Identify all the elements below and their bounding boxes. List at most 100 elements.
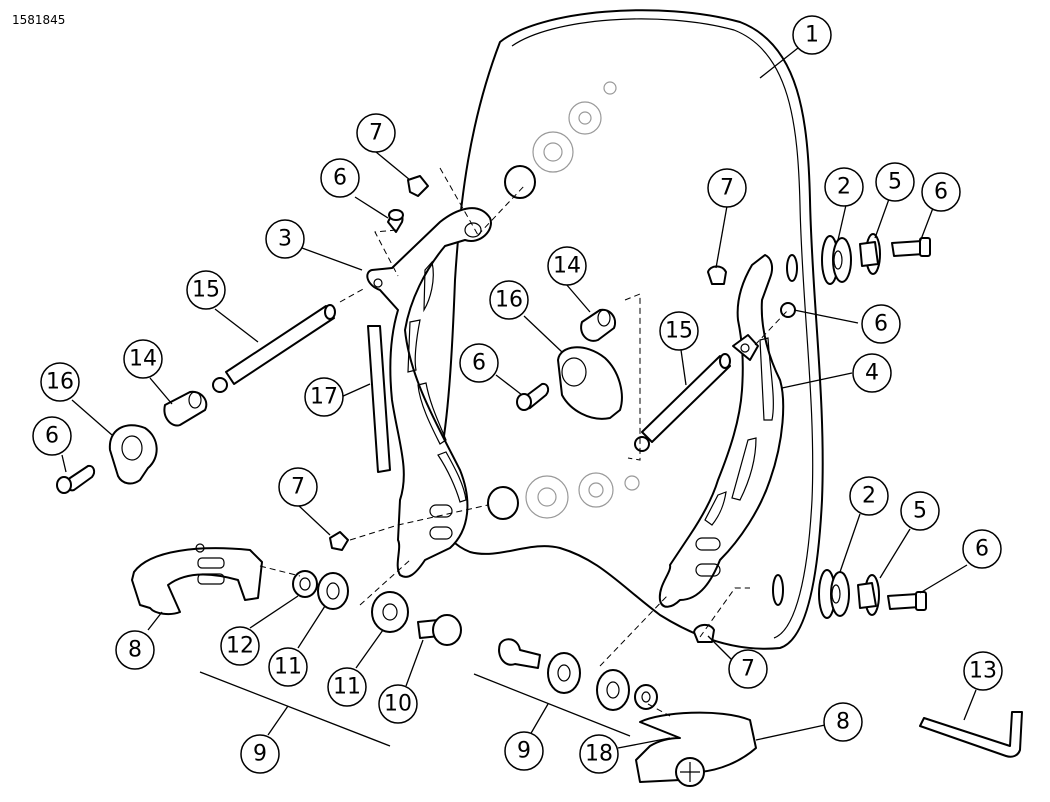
acorn-nut-right — [707, 265, 727, 285]
hex-key — [919, 711, 1023, 758]
svg-text:7: 7 — [369, 121, 383, 146]
left-bracket — [366, 207, 492, 578]
callout-10: 10 — [378, 684, 418, 724]
right-bracket — [658, 254, 785, 608]
callout-9-right: 9 — [504, 731, 544, 771]
callout-6-top-right: 6 — [921, 172, 961, 212]
rubber-strip — [367, 325, 391, 473]
screw-lower-right — [887, 591, 927, 611]
svg-text:9: 9 — [517, 739, 531, 764]
callout-5-upper: 5 — [875, 162, 915, 202]
svg-text:2: 2 — [862, 484, 876, 509]
grommet-upper — [821, 235, 852, 285]
screw-center — [516, 382, 550, 411]
svg-text:5: 5 — [888, 170, 902, 195]
callout-5-lower: 5 — [900, 491, 940, 531]
screw-top-left — [387, 209, 404, 233]
svg-text:2: 2 — [837, 175, 851, 200]
callout-7-mid-left: 7 — [278, 467, 318, 507]
svg-text:14: 14 — [553, 254, 581, 279]
callout-17: 17 — [304, 377, 344, 417]
callout-14-center: 14 — [547, 246, 587, 286]
svg-text:15: 15 — [665, 319, 693, 344]
callout-6-bracket-right: 6 — [861, 304, 901, 344]
svg-text:6: 6 — [333, 166, 347, 191]
svg-text:6: 6 — [934, 180, 948, 205]
svg-text:17: 17 — [310, 385, 338, 410]
washer-11-left — [317, 572, 349, 610]
callout-3: 3 — [265, 219, 305, 259]
svg-text:7: 7 — [741, 657, 755, 682]
washer-12 — [292, 570, 318, 598]
mount-clamp-right — [635, 711, 757, 787]
callout-18: 18 — [579, 734, 619, 774]
svg-text:6: 6 — [472, 351, 486, 376]
svg-text:5: 5 — [913, 499, 927, 524]
svg-text:16: 16 — [46, 370, 74, 395]
rod-right — [634, 353, 731, 452]
callout-11-center: 11 — [327, 667, 367, 707]
callout-13: 13 — [963, 651, 1003, 691]
screw-left — [56, 464, 96, 494]
svg-text:7: 7 — [720, 176, 734, 201]
mount-clamp-left — [131, 543, 263, 616]
callout-6-top-left: 6 — [320, 158, 360, 198]
grommet-lower — [818, 569, 850, 619]
svg-text:4: 4 — [865, 361, 879, 386]
callout-1: 1 — [792, 15, 832, 55]
svg-text:10: 10 — [384, 692, 412, 717]
svg-text:14: 14 — [129, 347, 157, 372]
acorn-nut-top — [407, 175, 429, 197]
callout-8-left: 8 — [115, 630, 155, 670]
windshield — [435, 9, 824, 650]
clamp-left — [108, 424, 158, 485]
bushing-center — [580, 308, 616, 342]
svg-text:11: 11 — [333, 675, 361, 700]
acorn-nut-mid — [329, 531, 349, 551]
callout-7-bottom-right: 7 — [728, 649, 768, 689]
callout-16-center: 16 — [489, 280, 529, 320]
callout-4: 4 — [852, 353, 892, 393]
rod-left — [212, 304, 336, 393]
bolt-10 — [417, 614, 462, 646]
svg-text:18: 18 — [585, 742, 613, 767]
callout-2-upper: 2 — [824, 167, 864, 207]
diagram-id: 1581845 — [12, 13, 66, 27]
clamp-center — [557, 346, 623, 420]
callout-6-center: 6 — [459, 343, 499, 383]
svg-text:13: 13 — [969, 659, 997, 684]
callout-7-top-right: 7 — [707, 168, 747, 208]
svg-text:6: 6 — [874, 312, 888, 337]
callout-15-left: 15 — [186, 270, 226, 310]
washers-right — [547, 652, 658, 711]
svg-text:6: 6 — [45, 424, 59, 449]
spacer-upper — [859, 233, 881, 275]
callout-6-left: 6 — [32, 416, 72, 456]
svg-text:6: 6 — [975, 537, 989, 562]
svg-text:3: 3 — [278, 227, 292, 252]
windshield-mount-holes — [487, 81, 798, 606]
leader-lines — [61, 47, 977, 749]
screw-upper-right — [891, 237, 931, 257]
callout-7-top-left: 7 — [356, 113, 396, 153]
svg-text:15: 15 — [192, 278, 220, 303]
callout-8-right: 8 — [823, 702, 863, 742]
svg-text:8: 8 — [128, 638, 142, 663]
callout-12: 12 — [220, 626, 260, 666]
svg-text:12: 12 — [226, 634, 254, 659]
callout-11-left: 11 — [268, 647, 308, 687]
svg-text:7: 7 — [291, 475, 305, 500]
callout-16-left: 16 — [40, 362, 80, 402]
svg-text:1: 1 — [805, 23, 819, 48]
callout-2-lower: 2 — [849, 476, 889, 516]
bushing-left — [163, 390, 208, 427]
callout-6-lower-right: 6 — [962, 529, 1002, 569]
svg-text:9: 9 — [253, 742, 267, 767]
bolt-right — [498, 638, 541, 669]
callout-9-left: 9 — [240, 734, 280, 774]
svg-text:16: 16 — [495, 288, 523, 313]
svg-text:8: 8 — [836, 710, 850, 735]
svg-text:11: 11 — [274, 655, 302, 680]
spacer-lower — [857, 574, 880, 616]
